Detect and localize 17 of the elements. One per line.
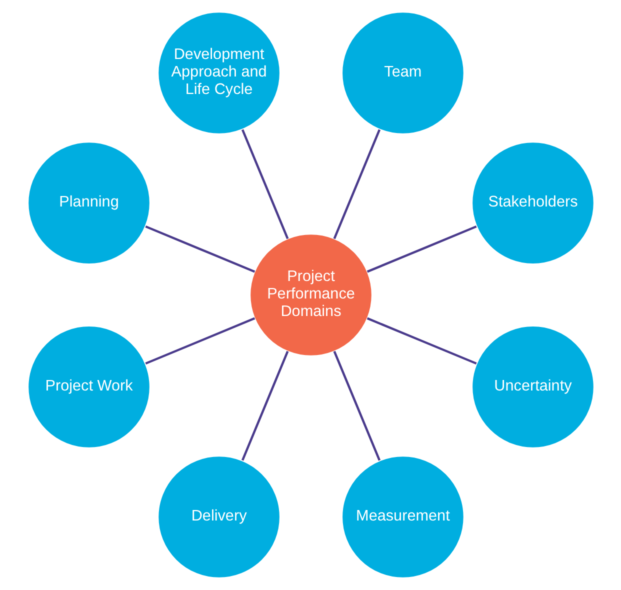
node-circle: Delivery <box>157 456 280 578</box>
node-circle: Planning <box>27 142 150 264</box>
connector <box>144 225 255 273</box>
node-circle: Team <box>341 12 464 134</box>
node-circle: Uncertainty <box>471 326 594 448</box>
node-circle: Project Work <box>27 326 150 448</box>
node-circle: Stakeholders <box>471 142 594 264</box>
connector <box>240 350 288 461</box>
connector <box>366 225 476 273</box>
node-circle: Measurement <box>341 456 464 578</box>
connector <box>144 317 255 365</box>
node-circle: Project Performance Domains <box>249 234 372 356</box>
connector <box>366 317 476 365</box>
connector <box>332 129 380 240</box>
node-circle: Development Approach and Life Cycle <box>157 12 280 134</box>
connector <box>240 129 288 240</box>
connector <box>332 350 380 461</box>
